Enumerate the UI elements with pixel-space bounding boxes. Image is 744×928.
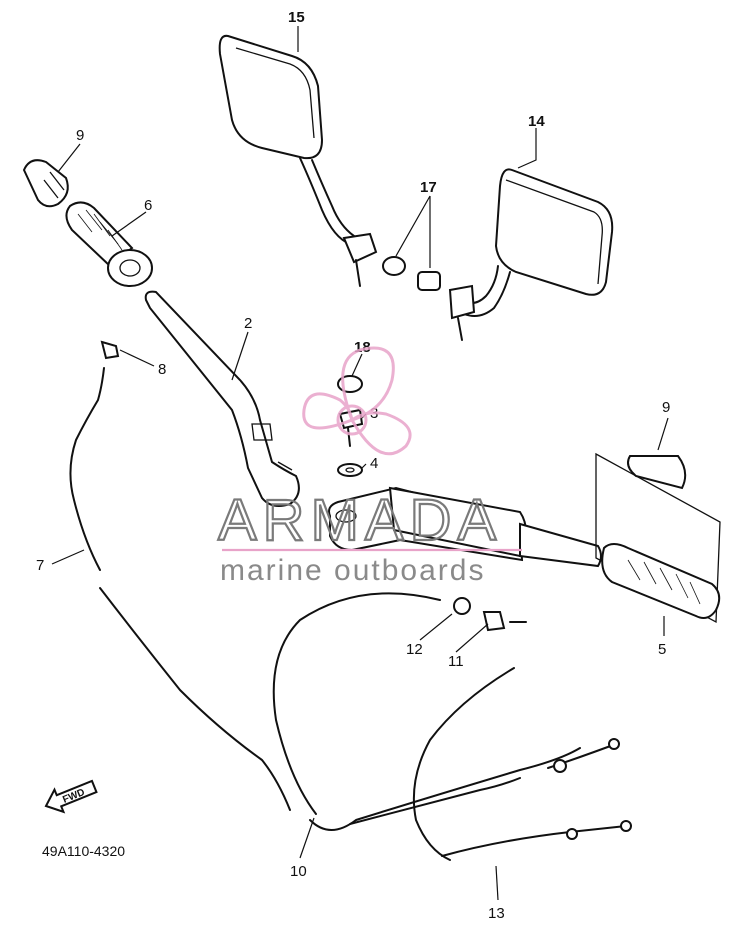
part-code: 49A110-4320 (42, 843, 125, 859)
forward-label: FWD (61, 787, 86, 806)
callout-14: 14 (528, 113, 545, 130)
callout-13: 13 (488, 905, 505, 922)
callout-9-right: 9 (662, 399, 670, 416)
callout-15: 15 (288, 9, 305, 26)
grip-end-left (22, 159, 69, 208)
callout-7: 7 (36, 557, 44, 574)
throttle-grip-left (65, 201, 153, 287)
callout-11: 11 (448, 653, 464, 670)
forward-arrow: FWD (44, 779, 98, 814)
callout-2: 2 (244, 315, 252, 332)
watermark-tagline: marine outboards (220, 554, 485, 587)
callout-12: 12 (406, 641, 423, 658)
propeller-icon (302, 346, 412, 456)
mirror-right (448, 168, 614, 341)
choke-cable (412, 667, 632, 861)
leader-lines (51, 26, 669, 901)
callout-4: 4 (370, 455, 378, 472)
callout-10: 10 (290, 863, 307, 880)
mirror-nuts (382, 256, 441, 291)
handlebar (144, 290, 602, 568)
clutch-cable (69, 340, 291, 811)
callout-17: 17 (420, 179, 437, 196)
callout-5: 5 (658, 641, 666, 658)
callout-8: 8 (158, 361, 166, 378)
callout-6: 6 (144, 197, 152, 214)
armada-logo-mark (302, 346, 412, 456)
grip-end-right (595, 452, 721, 624)
throttle-cables (272, 592, 581, 831)
watermark-name: ARMADA (218, 488, 502, 553)
callout-9-left: 9 (76, 127, 84, 144)
grip-right (601, 543, 721, 619)
clamp-bolt-set (337, 375, 364, 477)
mirror-left (218, 34, 378, 287)
